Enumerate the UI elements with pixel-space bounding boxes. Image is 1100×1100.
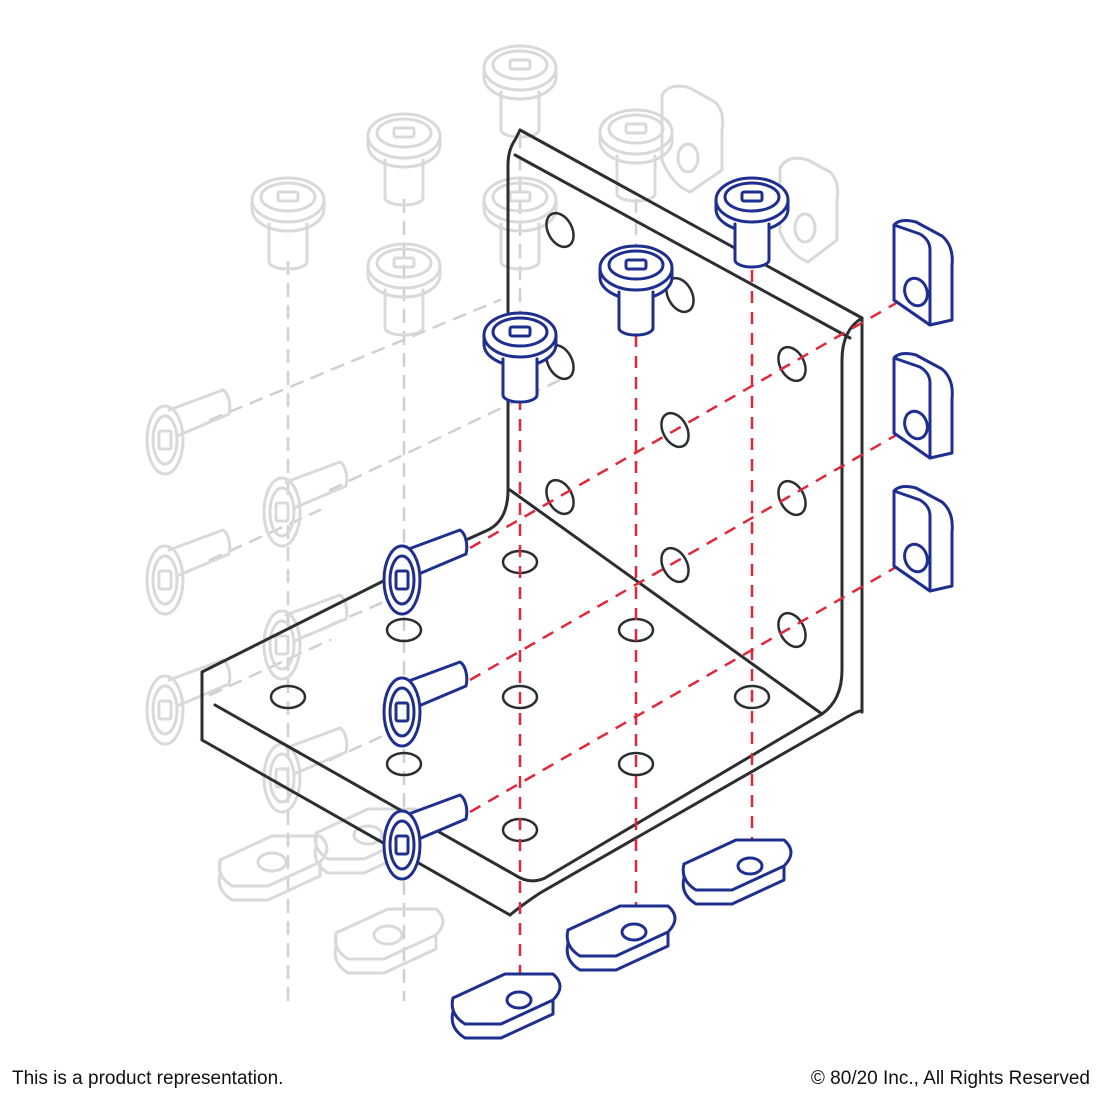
button-head-bolt-icon (382, 793, 469, 881)
t-nut-icon (892, 219, 954, 327)
ghost-bolt-icon (366, 112, 442, 207)
t-nut-icon (565, 904, 677, 972)
ghost-nut-icon (333, 907, 445, 975)
angle-bracket (200, 128, 864, 917)
active-bolts (382, 176, 790, 881)
bracket-inner-corner (508, 488, 824, 716)
ghost-bolt-icon (262, 460, 349, 548)
ghost-bolt-icon (262, 593, 349, 681)
bracket-top-inner (513, 153, 852, 340)
bracket-top-edge (518, 128, 864, 320)
t-nut-icon (892, 352, 954, 460)
bracket-right-inner (820, 316, 864, 716)
ghost-nut-icon (217, 834, 329, 902)
ghost-bolt-icon (145, 658, 232, 746)
t-nut-icon (681, 838, 793, 906)
disclaimer-text: This is a product representation. (12, 1068, 284, 1089)
button-head-bolt-icon (382, 528, 469, 616)
button-head-bolt-icon (714, 176, 790, 269)
ghost-bolt-icon (145, 388, 232, 476)
ghost-bolt-icon (250, 176, 326, 271)
ghost-nut-icon (778, 156, 840, 264)
t-nut-icon (892, 485, 954, 593)
button-head-bolt-icon (382, 660, 469, 748)
active-nuts (450, 219, 954, 1040)
copyright-text: © 80/20 Inc., All Rights Reserved (810, 1068, 1090, 1089)
ghost-bolt-icon (145, 528, 232, 616)
ghost-bolt-icon (482, 44, 558, 139)
bracket-base-front (200, 738, 512, 917)
button-head-bolt-icon (482, 311, 558, 404)
bracket-base-bottom (508, 709, 864, 917)
red-guide-lines (469, 270, 906, 985)
ghost-nut-icon (660, 84, 725, 194)
t-nut-icon (450, 972, 562, 1040)
button-head-bolt-icon (598, 244, 674, 337)
bracket-base-front-inner (213, 703, 824, 883)
